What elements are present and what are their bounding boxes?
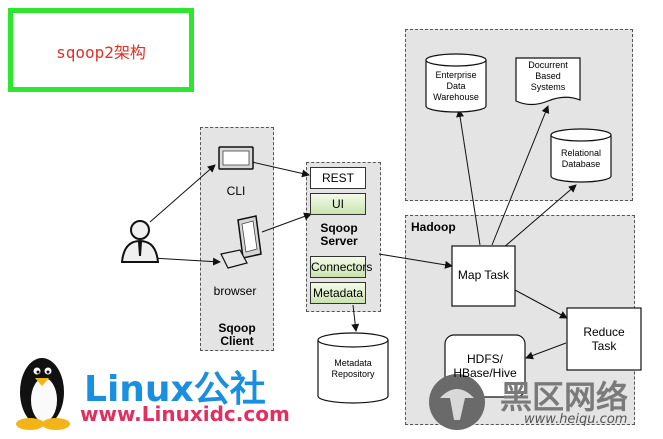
heiqu-logo <box>429 374 485 430</box>
cli-monitor-icon <box>218 146 254 170</box>
connectors-box: Connectors <box>310 256 372 278</box>
map-task-label: Map Task <box>457 268 510 282</box>
heiqu-url: www.heiqu.com <box>524 412 628 427</box>
rest-box: REST <box>310 167 366 189</box>
hdfs-label: HDFS/ HBase/Hive <box>453 352 517 380</box>
reduce-task-box <box>566 307 642 371</box>
arrow-map-to-reduce <box>514 289 568 319</box>
heiqu-brand: 黑区网络 <box>500 378 629 416</box>
hadoop-title: Hadoop <box>411 220 456 234</box>
browser-computer-icon <box>220 215 262 269</box>
relational-db-cylinder <box>550 128 612 183</box>
cli-label: CLI <box>226 184 246 198</box>
map-task-box <box>451 245 516 307</box>
arrow-browser-to-ui <box>261 212 312 233</box>
title-box: sqoop2架构 <box>8 8 194 92</box>
arrow-cli-to-rest <box>251 161 310 178</box>
sqoop-server-title: Sqoop Server <box>320 221 358 248</box>
browser-label: browser <box>213 284 257 298</box>
arrow-map-to-rdb <box>502 184 577 249</box>
document-shape <box>515 57 581 106</box>
arrow-server-to-map-task <box>378 253 453 269</box>
edw-label: Enterprise Data Warehouse <box>433 70 479 102</box>
ui-box: UI <box>310 193 366 215</box>
arrow-user-to-cli <box>149 164 216 223</box>
arrow-map-to-edw <box>456 109 481 246</box>
arrow-map-to-docs <box>491 105 550 246</box>
arrow-server-to-repository <box>351 304 360 332</box>
metadata-repository-label: Metadata Repository <box>331 358 375 379</box>
edw-cylinder <box>425 53 487 113</box>
linux-brand: Linux公社 <box>84 369 266 410</box>
arrow-user-to-browser <box>151 257 221 266</box>
docs-label: Docurrent Based Systems <box>528 60 568 92</box>
linux-url: www.Linuxidc.com <box>80 402 290 426</box>
arrow-reduce-to-hdfs <box>525 342 567 360</box>
user-icon <box>120 220 160 263</box>
metadata-repository-cylinder <box>317 332 389 404</box>
sqoop-server-stack: REST UI Sqoop Server Connectors Metadata <box>307 163 380 311</box>
diagram-title: sqoop2架构 <box>56 43 146 62</box>
reduce-task-label: Reduce Task <box>583 325 625 353</box>
penguin-logo <box>16 358 70 430</box>
metadata-box: Metadata <box>310 282 366 304</box>
rdb-label: Relational Database <box>560 148 602 169</box>
sqoop-client-title: Sqoop Client <box>218 321 256 348</box>
